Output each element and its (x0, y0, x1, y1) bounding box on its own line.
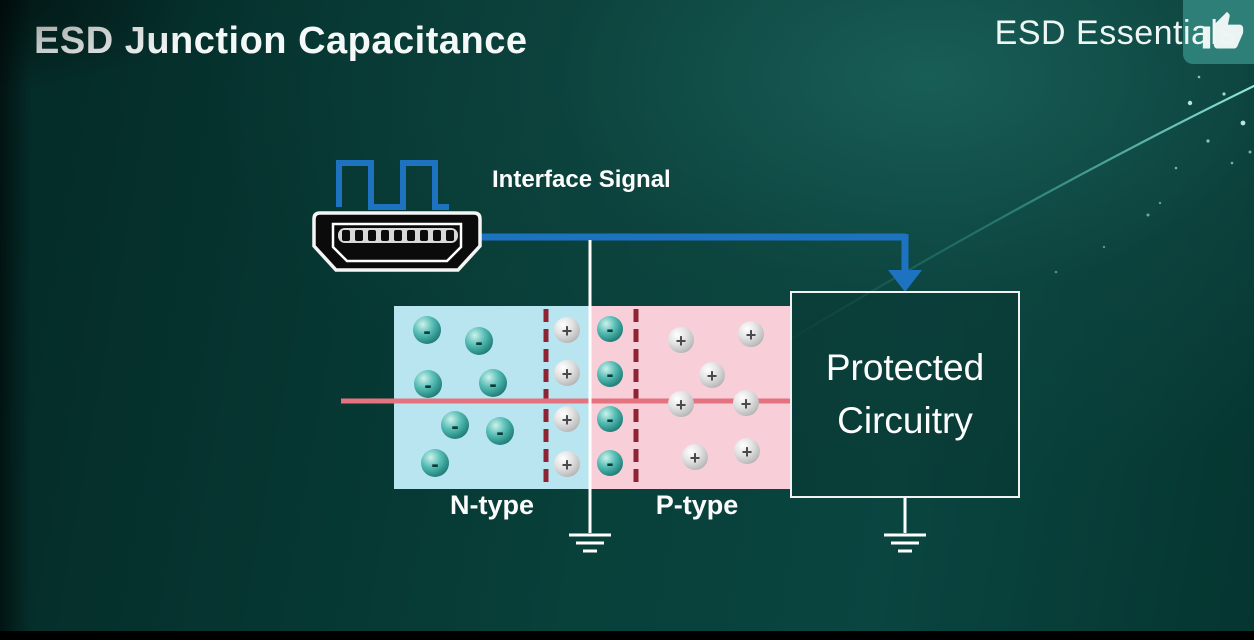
charge-symbol: + (562, 321, 573, 341)
charge-ball (441, 411, 469, 439)
charge-ball (486, 417, 514, 445)
charge-ball (668, 391, 694, 417)
charge-symbol: + (741, 394, 752, 414)
charge-symbol: + (742, 442, 753, 462)
charge-ball (733, 390, 759, 416)
charge-ball (734, 438, 760, 464)
p-type-label: P-type (655, 490, 739, 520)
depletion-plus-charges: + + + + (554, 317, 580, 477)
arrow-down-icon (888, 270, 922, 292)
star-dots (1054, 75, 1252, 274)
charge-symbol: + (562, 410, 573, 430)
signal-wire (479, 233, 922, 292)
charge-ball (597, 361, 623, 387)
charge-symbol: - (423, 319, 430, 344)
charge-symbol: + (676, 331, 687, 351)
brand-title: ESD Essentials (994, 14, 1236, 52)
charge-ball (554, 317, 580, 343)
charge-symbol: - (496, 420, 503, 445)
like-button[interactable] (1183, 0, 1254, 64)
charge-symbol: - (607, 409, 614, 432)
charge-ball (554, 360, 580, 386)
charge-ball (554, 451, 580, 477)
charge-symbol: - (451, 414, 458, 439)
thumbs-up-icon (1202, 11, 1244, 49)
charge-ball (597, 406, 623, 432)
charge-symbol: + (746, 325, 757, 345)
charge-symbol: - (475, 330, 482, 355)
interface-signal-label: Interface Signal (492, 166, 671, 193)
p-region-plus-charges: + + + + + + + (668, 321, 764, 470)
letterbox-bar (0, 631, 1254, 640)
charge-ball (554, 406, 580, 432)
charge-ball (465, 327, 493, 355)
charge-ball (738, 321, 764, 347)
charge-ball (413, 316, 441, 344)
depletion-minus-charges: - - - - (597, 316, 623, 476)
hdmi-connector-icon (312, 211, 482, 272)
center-ground-wire (569, 240, 611, 553)
charge-ball (699, 362, 725, 388)
charge-symbol: - (489, 372, 496, 397)
charge-symbol: - (607, 453, 614, 476)
charge-ball (479, 369, 507, 397)
charge-ball (414, 370, 442, 398)
ground-symbol-right (884, 498, 926, 553)
charge-symbol: + (562, 364, 573, 384)
protected-circuitry-box: Protected Circuitry (790, 291, 1020, 498)
charge-symbol: - (607, 319, 614, 342)
ground-symbol-center (569, 533, 611, 553)
protected-line1: Protected (825, 346, 985, 388)
protected-line2: Circuitry (837, 399, 973, 441)
charge-ball (597, 450, 623, 476)
charge-ball (668, 327, 694, 353)
charge-symbol: - (607, 364, 614, 387)
charge-ball (597, 316, 623, 342)
signal-waveform (336, 160, 449, 210)
charge-symbol: + (562, 455, 573, 475)
charge-ball (682, 444, 708, 470)
charge-symbol: + (676, 395, 687, 415)
page-title: ESD Junction Capacitance (34, 20, 528, 62)
swoosh-decoration (771, 84, 1254, 351)
n-type-label: N-type (449, 490, 534, 520)
charge-ball (421, 449, 449, 477)
charge-symbol: + (690, 448, 701, 468)
n-region-minus-charges: ------- (413, 316, 514, 477)
charge-symbol: + (707, 366, 718, 386)
charge-symbol: - (424, 373, 431, 398)
charge-symbol: - (431, 452, 438, 477)
